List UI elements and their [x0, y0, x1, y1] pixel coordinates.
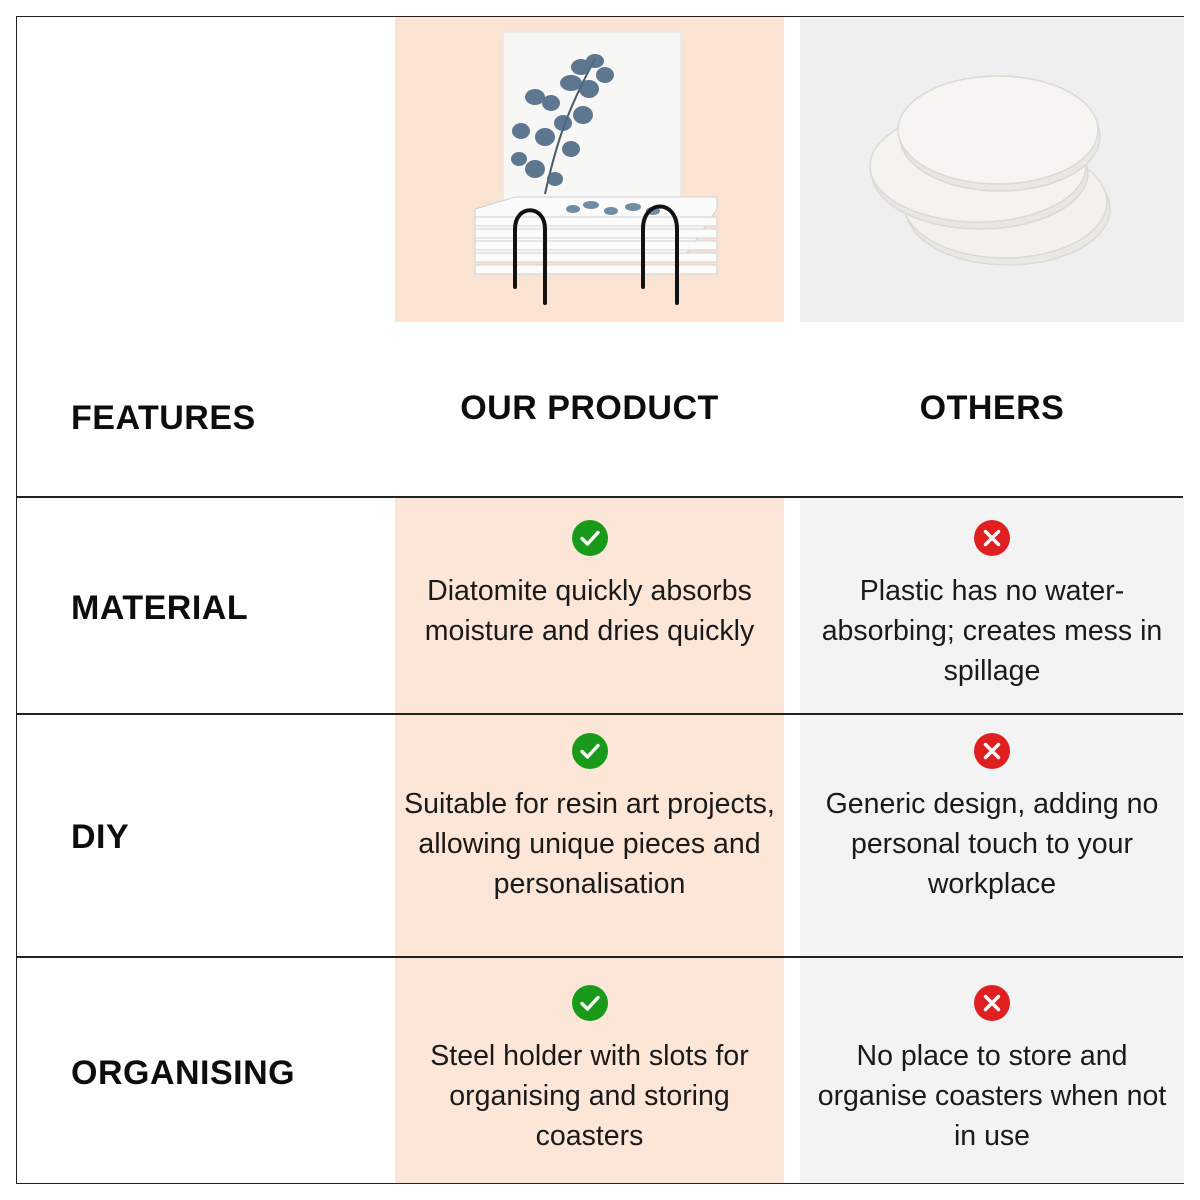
x-circle-icon	[974, 520, 1010, 556]
material-ours-cell: Diatomite quickly absorbs moisture and d…	[395, 519, 784, 651]
comparison-table: FEATURES OUR PRODUCT OTHERS MATERIAL Dia…	[16, 16, 1184, 1184]
check-circle-icon	[571, 733, 608, 769]
material-others-text: Plastic has no water-absorbing; creates …	[821, 575, 1163, 687]
material-ours-text: Diatomite quickly absorbs moisture and d…	[424, 575, 755, 647]
features-heading: FEATURES	[71, 399, 256, 437]
diy-others-text: Generic design, adding no personal touch…	[825, 788, 1159, 900]
row-divider	[17, 713, 1183, 715]
organising-others-text: No place to store and organise coasters …	[817, 1040, 1167, 1152]
organising-ours-cell: Steel holder with slots for organising a…	[395, 984, 784, 1156]
our-product-heading: OUR PRODUCT	[460, 389, 719, 427]
feature-diy: DIY	[71, 818, 130, 856]
x-circle-icon	[974, 985, 1010, 1021]
organising-others-cell: No place to store and organise coasters …	[800, 984, 1184, 1156]
others-product-image	[800, 19, 1184, 322]
organising-ours-text: Steel holder with slots for organising a…	[430, 1040, 749, 1152]
our-product-image	[395, 19, 784, 322]
row-divider	[17, 496, 1183, 498]
feature-organising: ORGANISING	[71, 1054, 296, 1092]
others-heading: OTHERS	[919, 389, 1065, 427]
check-circle-icon	[571, 520, 608, 556]
diy-ours-cell: Suitable for resin art projects, allowin…	[395, 732, 784, 904]
header-text-area	[395, 322, 1184, 496]
x-circle-icon	[974, 733, 1010, 769]
material-others-cell: Plastic has no water-absorbing; creates …	[800, 519, 1184, 691]
feature-material: MATERIAL	[71, 589, 249, 627]
diy-ours-text: Suitable for resin art projects, allowin…	[404, 788, 775, 900]
check-circle-icon	[571, 985, 608, 1021]
row-divider	[17, 956, 1183, 958]
diy-others-cell: Generic design, adding no personal touch…	[800, 732, 1184, 904]
